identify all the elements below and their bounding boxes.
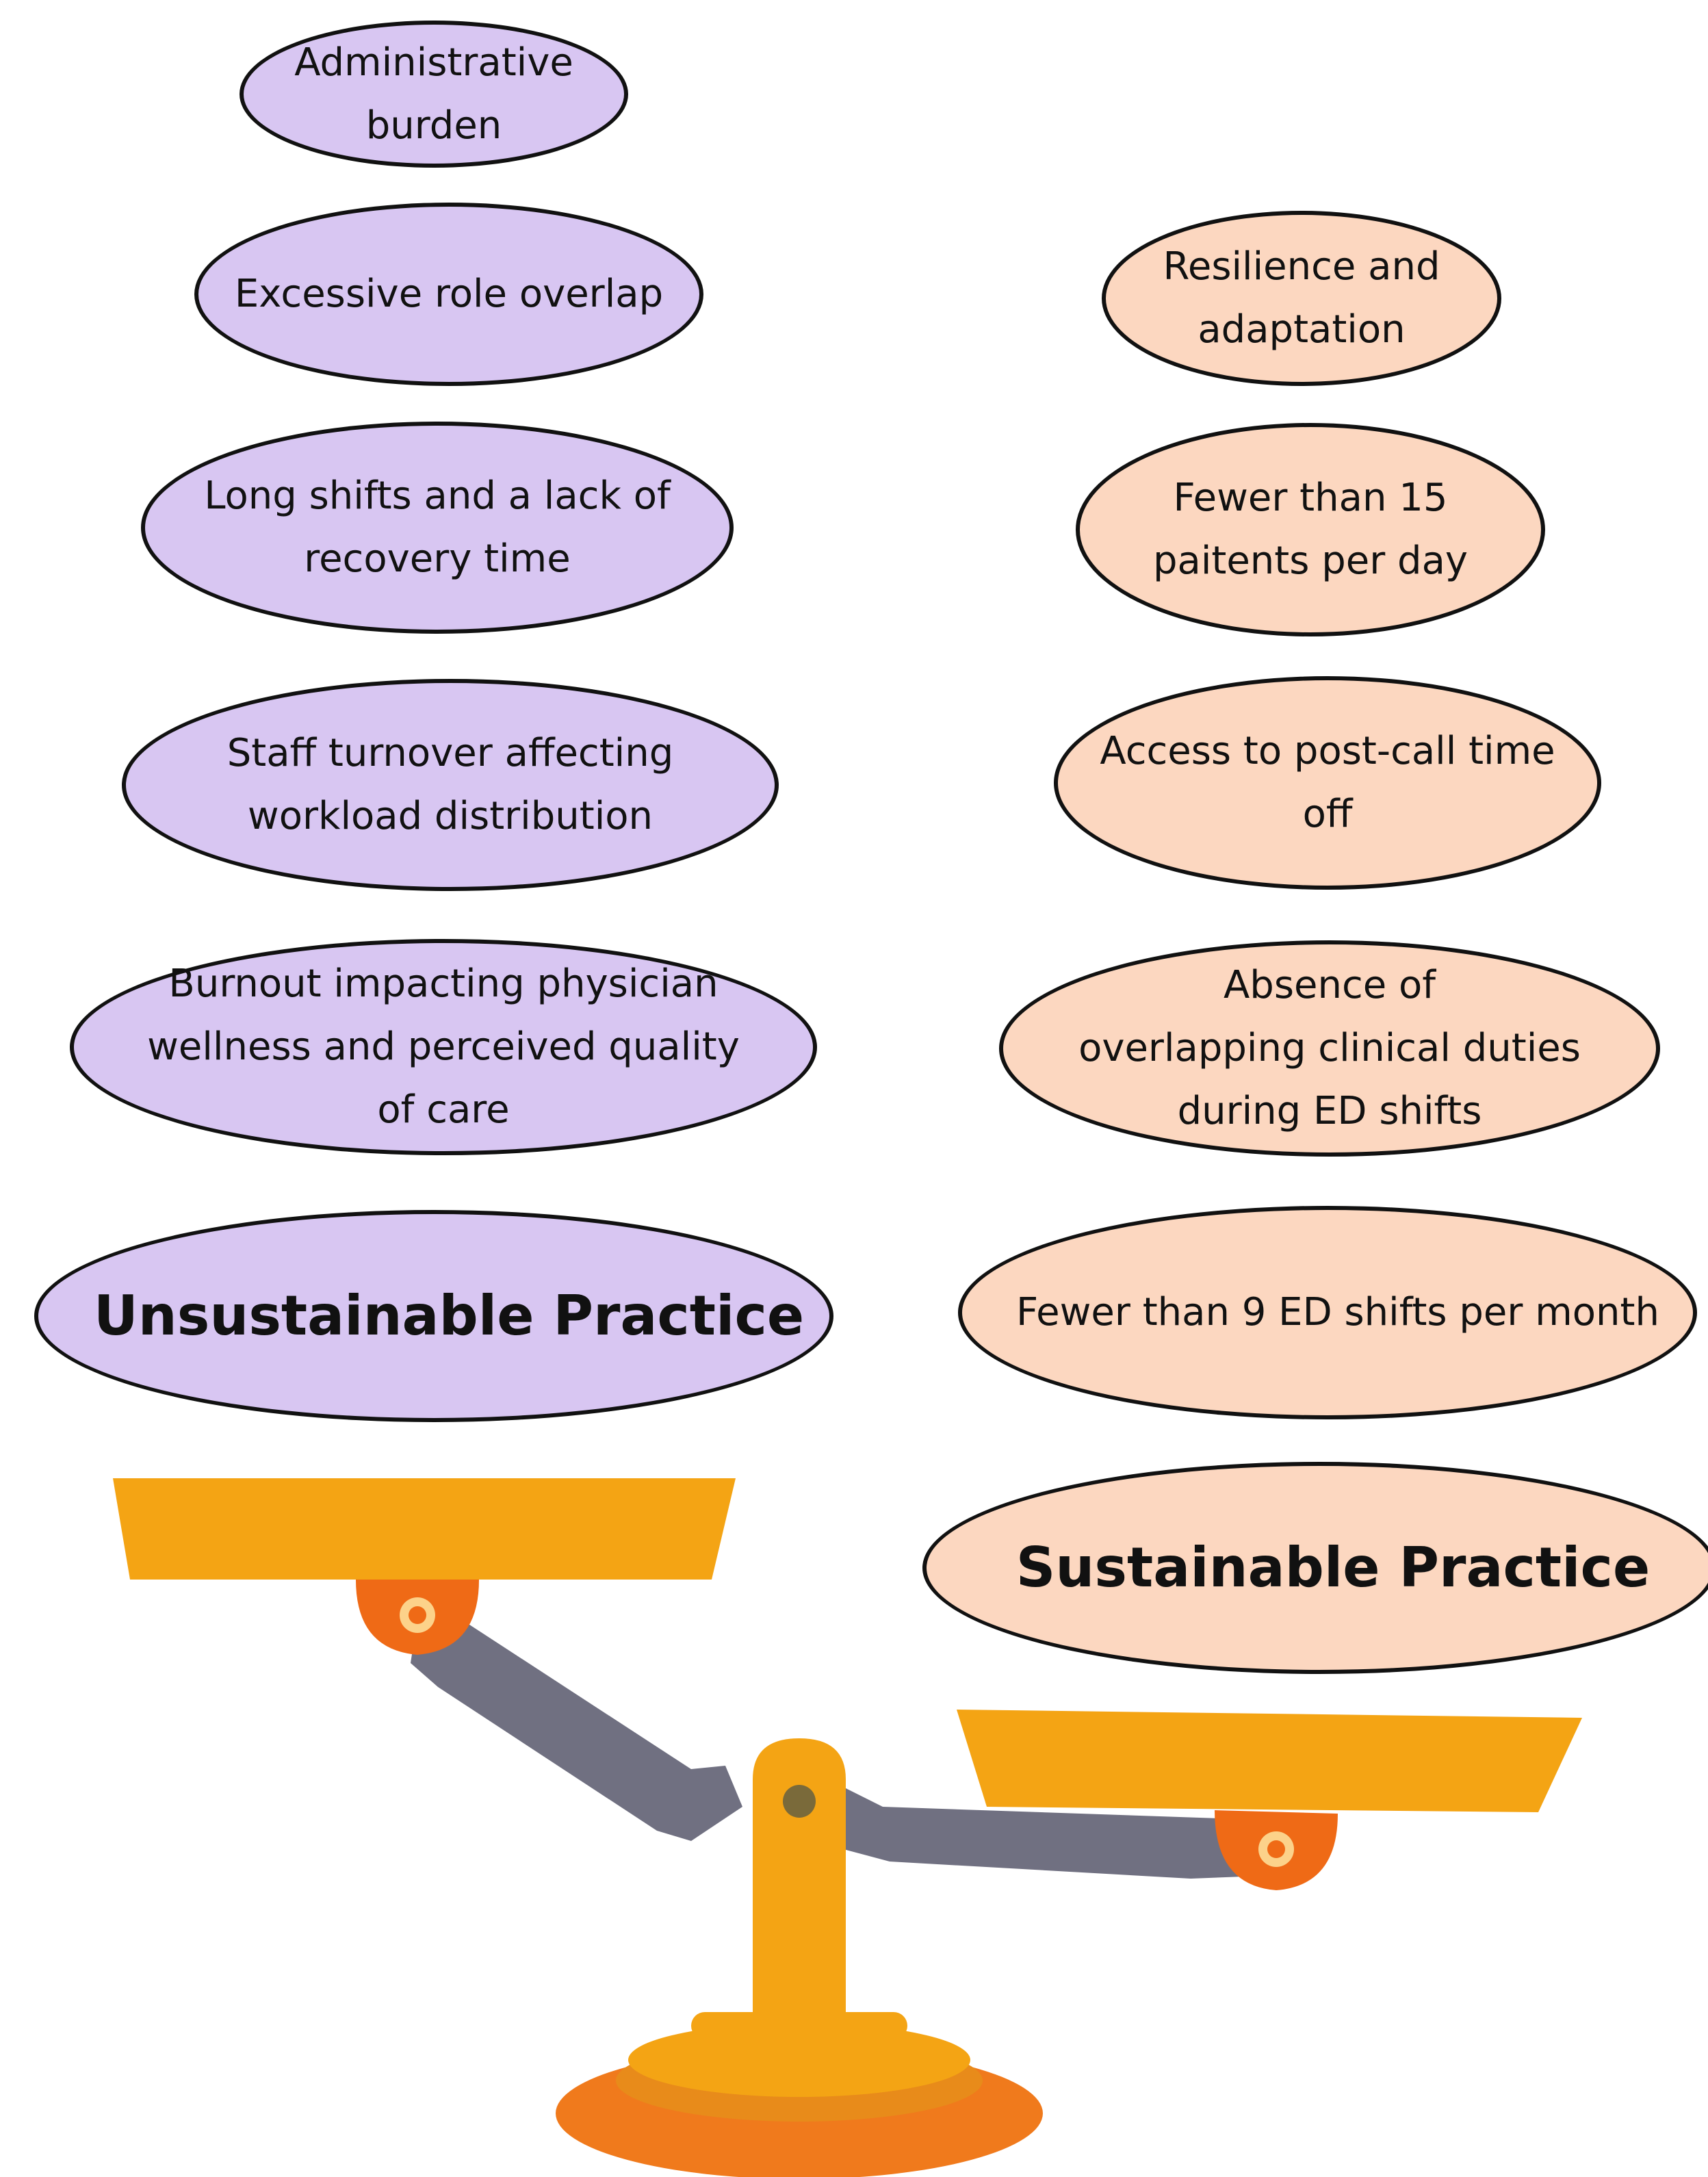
sustainable-factor-resilience: Resilience and adaptation <box>1102 211 1501 386</box>
scale-column <box>753 1738 846 2026</box>
right-pan <box>957 1710 1582 1812</box>
unsustainable-factor-administrative-burden: Administrative burden <box>240 21 628 168</box>
scale-base-top <box>628 2023 970 2097</box>
left-pan <box>113 1478 736 1580</box>
unsustainable-factor-staff-turnover: Staff turnover affecting workload distri… <box>122 679 779 891</box>
right-pan-pin-center <box>1267 1840 1285 1858</box>
sustainable-practice-label: Sustainable Practice <box>922 1462 1708 1674</box>
column-pivot-pin <box>783 1785 816 1818</box>
column-foot <box>691 2012 907 2039</box>
sustainable-factor-patients-per-day: Fewer than 15 paitents per day <box>1076 423 1545 636</box>
scale-beam-left <box>411 1619 742 1841</box>
unsustainable-practice-label: Unsustainable Practice <box>34 1210 833 1422</box>
unsustainable-factor-long-shifts: Long shifts and a lack of recovery time <box>141 422 734 634</box>
unsustainable-factor-burnout: Burnout impacting physician wellness and… <box>70 939 817 1155</box>
unsustainable-factor-role-overlap: Excessive role overlap <box>194 203 703 386</box>
sustainable-factor-no-overlapping-duties: Absence of overlapping clinical duties d… <box>999 940 1660 1157</box>
scale-beam-right <box>838 1786 1280 1879</box>
sustainable-factor-ed-shifts-per-month: Fewer than 9 ED shifts per month <box>958 1206 1697 1419</box>
left-pan-pin-center <box>409 1606 426 1624</box>
sustainable-factor-post-call-time-off: Access to post-call time off <box>1054 676 1601 890</box>
